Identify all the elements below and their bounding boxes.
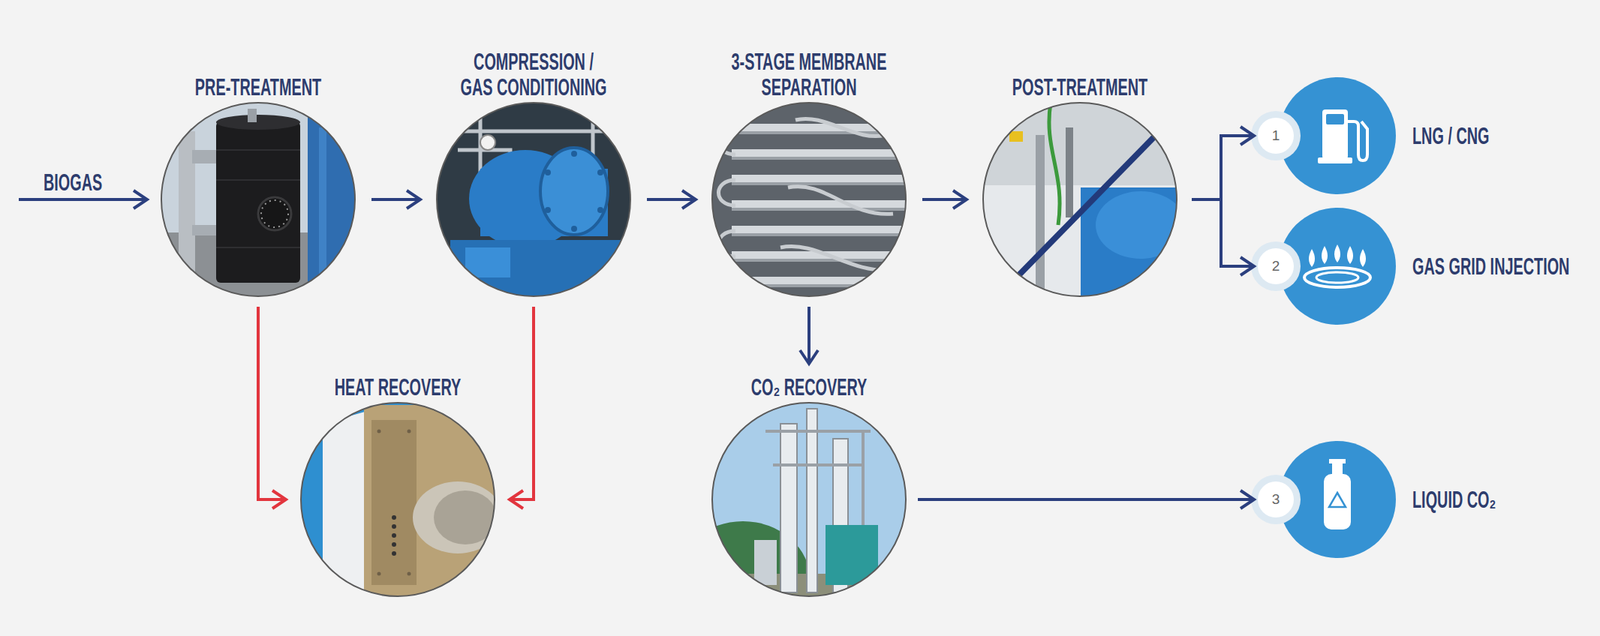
step-heading: CO₂ RECOVERY xyxy=(697,374,921,400)
flow-line xyxy=(1191,135,1255,200)
step-heading: HEAT RECOVERY xyxy=(285,374,510,400)
arrow-head xyxy=(1240,126,1255,145)
process-circle: 3-STAGE MEMBRANE SEPARATION xyxy=(712,102,906,297)
process-circle: PRE-TREATMENT xyxy=(161,102,355,297)
flow-line xyxy=(258,306,286,500)
arrow-head xyxy=(800,350,819,364)
callout-number: 1 xyxy=(1272,127,1281,145)
flow-line xyxy=(807,306,811,364)
input-label: BIOGAS xyxy=(43,169,103,196)
step-heading: 3-STAGE MEMBRANE SEPARATION xyxy=(715,48,903,100)
callout-number: 2 xyxy=(1272,258,1281,275)
arrow-head xyxy=(509,490,524,509)
step-heading: POST-TREATMENT xyxy=(968,74,1192,100)
flow-arrow xyxy=(1191,126,1255,200)
process-circle: COMPRESSION / GAS CONDITIONING xyxy=(436,102,631,297)
callout-badges xyxy=(1251,111,1301,525)
heat-recovery-photo xyxy=(300,403,507,601)
flow-arrow xyxy=(509,306,534,509)
output-circle: GAS GRID INJECTION xyxy=(1255,207,1576,325)
process-circle: HEAT RECOVERY xyxy=(300,403,495,597)
arrow-head xyxy=(406,190,421,209)
pretreatment-photo xyxy=(161,102,361,297)
membrane-photo xyxy=(712,102,909,297)
step-heading: COMPRESSION / GAS CONDITIONING xyxy=(457,48,610,100)
step-heading: PRE-TREATMENT xyxy=(146,74,370,100)
flow-line xyxy=(371,198,421,202)
process-circle: POST-TREATMENT xyxy=(983,102,1177,297)
arrow-head xyxy=(682,190,696,209)
process-circle: CO₂ RECOVERY xyxy=(712,403,906,597)
posttreatment-photo xyxy=(983,102,1186,301)
flow-arrow xyxy=(917,490,1255,509)
compression-photo xyxy=(436,102,631,301)
arrow-head xyxy=(272,490,286,509)
arrow-head xyxy=(1240,490,1255,509)
flow-line xyxy=(1191,199,1255,267)
flow-line xyxy=(917,498,1255,502)
flow-line xyxy=(646,198,696,202)
arrow-head xyxy=(953,190,967,209)
arrow-head xyxy=(1240,257,1255,276)
flow-line xyxy=(509,306,534,500)
flow-arrow xyxy=(922,190,967,209)
flow-arrow xyxy=(258,306,286,509)
flow-arrow xyxy=(1191,199,1255,276)
flow-line xyxy=(922,198,967,202)
output-circle: LIQUID CO₂ xyxy=(1255,441,1503,559)
output-label: LNG / CNG xyxy=(1412,123,1490,149)
co2-recovery-photo xyxy=(675,403,906,636)
output-circle: LNG / CNG xyxy=(1255,77,1496,195)
callout-number: 3 xyxy=(1272,491,1281,509)
output-label: LIQUID CO₂ xyxy=(1412,487,1496,513)
flow-arrow xyxy=(800,306,819,364)
flow-arrow xyxy=(646,190,696,209)
flow-arrow xyxy=(371,190,421,209)
output-label: GAS GRID INJECTION xyxy=(1412,253,1570,280)
